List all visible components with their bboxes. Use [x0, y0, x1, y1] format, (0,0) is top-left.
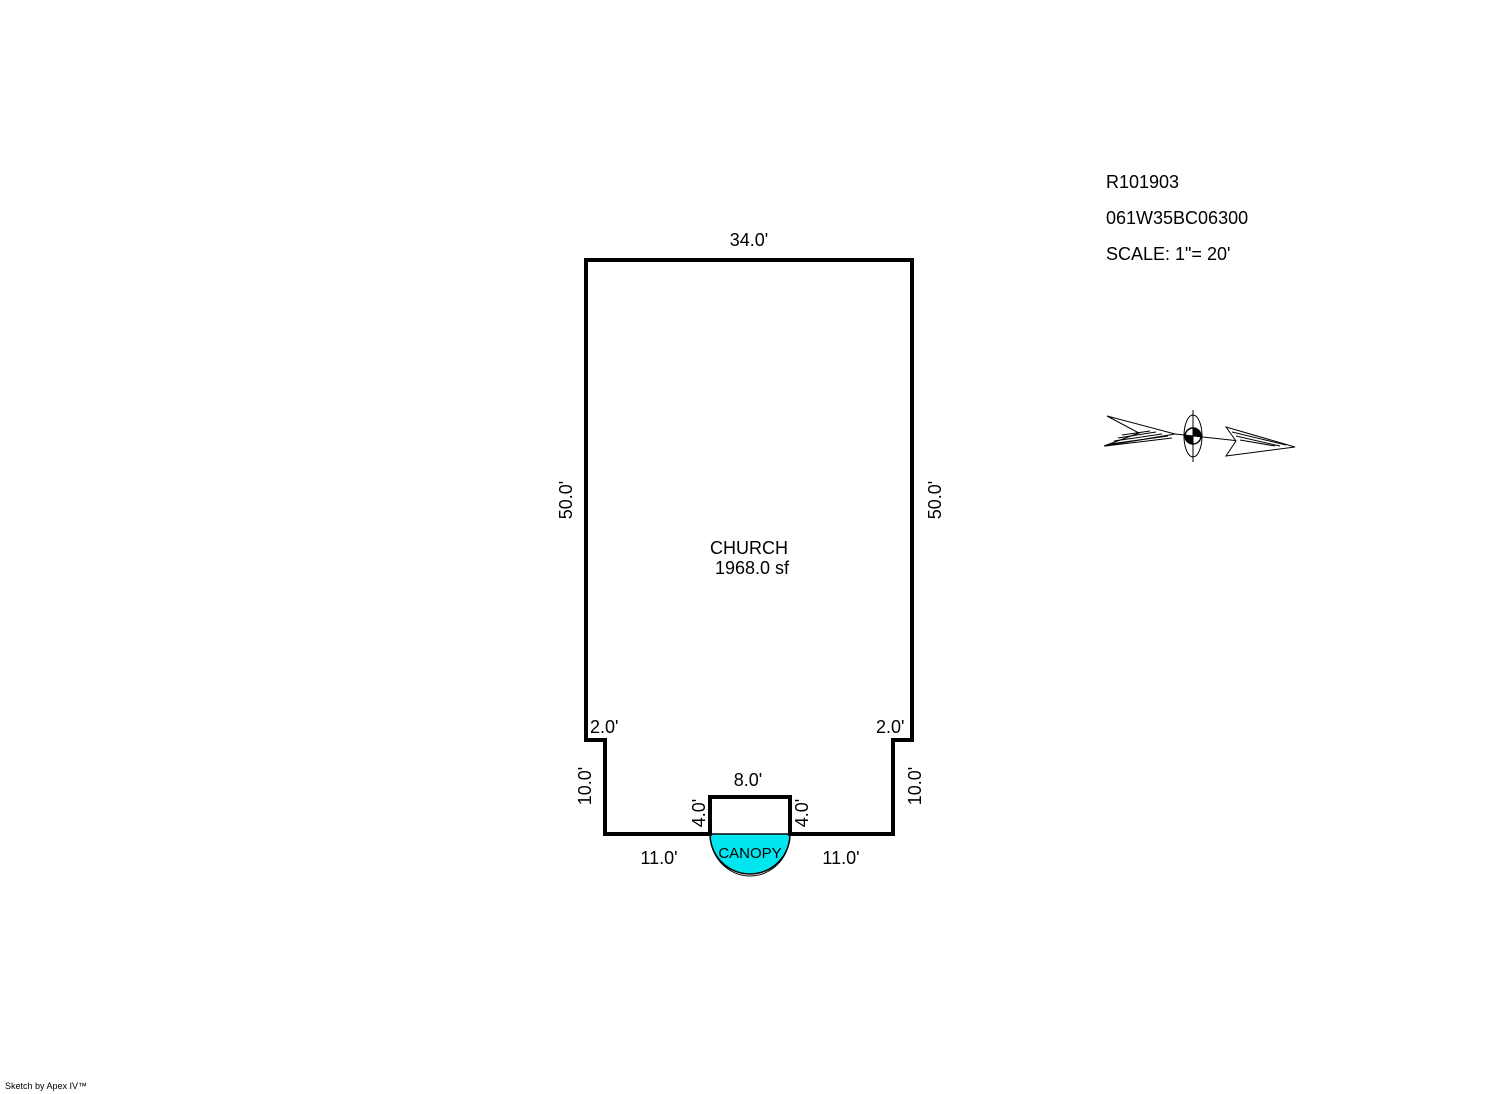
dim-right-step: 2.0' — [876, 717, 904, 737]
dim-left-lower: 10.0' — [575, 767, 595, 805]
building-area: 1968.0 sf — [715, 558, 790, 578]
dim-left-side: 50.0' — [556, 481, 576, 519]
canopy-outer-arc — [709, 833, 791, 877]
parcel-id: R101903 — [1106, 172, 1180, 192]
dim-top: 34.0' — [730, 230, 768, 250]
dim-vestibule-top: 8.0' — [734, 770, 762, 790]
dim-bottom-left: 11.0' — [640, 848, 677, 868]
scale-label: SCALE: 1"= 20' — [1106, 244, 1231, 264]
dim-right-lower: 10.0' — [905, 767, 925, 805]
footer-credit: Sketch by Apex IV™ — [5, 1081, 88, 1091]
dim-left-step: 2.0' — [590, 717, 618, 737]
church-outline — [584, 258, 914, 836]
map-tax-lot: 061W35BC06300 — [1106, 208, 1249, 228]
dim-bottom-right: 11.0' — [822, 848, 859, 868]
dim-vestibule-right: 4.0' — [792, 799, 812, 827]
dim-vestibule-left: 4.0' — [689, 799, 709, 827]
dim-right-side: 50.0' — [925, 481, 945, 519]
building-name: CHURCH — [710, 538, 788, 558]
north-arrow-icon — [1103, 410, 1296, 462]
canopy-label: CANOPY — [718, 845, 781, 862]
